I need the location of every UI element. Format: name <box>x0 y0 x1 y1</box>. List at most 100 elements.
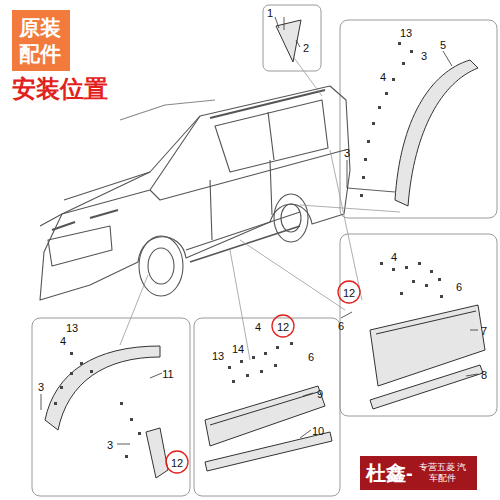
node-text: 原装 配件 <box>18 15 62 65</box>
callout-text: 6 <box>456 281 462 293</box>
clip-dot <box>402 62 405 65</box>
clip-dot <box>290 342 293 345</box>
clip-dot <box>438 278 441 281</box>
callout-text: 5 <box>440 39 446 51</box>
callout-text: 4 <box>391 251 397 263</box>
callout-text: 4 <box>255 321 261 333</box>
callout-text: 4 <box>380 71 386 83</box>
callout-number: 9 <box>317 384 323 402</box>
clip-dot <box>246 374 249 377</box>
callout-text: 4 <box>60 335 66 347</box>
clip-dot <box>430 270 433 273</box>
clip-dot <box>274 364 277 367</box>
clip-dot <box>398 42 401 45</box>
clip-dot <box>440 295 443 298</box>
callout-text: 10 <box>312 425 324 437</box>
clip-dot <box>90 370 93 373</box>
callout-number: 13 <box>212 346 224 364</box>
callout-number: 12 <box>343 283 355 301</box>
callout-number: 5 <box>440 35 446 53</box>
callout-text: 12 <box>277 321 289 333</box>
callout-text: 9 <box>317 388 323 400</box>
callout-number: 6 <box>338 316 344 334</box>
callout-number: 4 <box>60 331 66 349</box>
clip-dot <box>276 346 279 349</box>
callout-number: 4 <box>255 317 261 335</box>
callout-text: 13 <box>400 27 412 39</box>
clip-dot <box>418 262 421 265</box>
callout-number: 4 <box>380 67 386 85</box>
callout-text: 14 <box>232 343 244 355</box>
callout-text: 6 <box>338 320 344 332</box>
callout-number: 3 <box>344 143 350 161</box>
shop-badge: 杜鑫-专营五菱 汽车配件 <box>360 456 477 490</box>
clip-dot <box>378 106 381 109</box>
callout-number: 13 <box>400 23 412 41</box>
callout-text: 7 <box>481 325 487 337</box>
clip-dot <box>392 268 395 271</box>
callout-number: 6 <box>456 277 462 295</box>
callout-text: 13 <box>212 350 224 362</box>
callout-number: 8 <box>481 365 487 383</box>
clip-dot <box>380 262 383 265</box>
callout-number: 4 <box>391 247 397 265</box>
callout-text: 3 <box>344 147 350 159</box>
clip-dot <box>367 140 370 143</box>
clip-dot <box>392 78 395 81</box>
clip-dot <box>70 372 73 375</box>
callout-number: 3 <box>38 377 44 395</box>
clip-dot <box>364 158 367 161</box>
callout-text: 3 <box>107 439 113 451</box>
clip-dot <box>362 176 365 179</box>
car-outline <box>40 86 350 300</box>
clip-dot <box>385 92 388 95</box>
clip-dot <box>252 356 255 359</box>
clip-dot <box>360 194 363 197</box>
clip-dot <box>232 380 235 383</box>
callout-text: 3 <box>38 381 44 393</box>
callout-number: 1 <box>267 3 273 21</box>
clip-dot <box>410 50 413 53</box>
clip-dot <box>425 284 428 287</box>
clip-dot <box>80 362 83 365</box>
clip-dot <box>405 266 408 269</box>
callout-text: 1 <box>267 7 273 19</box>
highlight-circles <box>166 281 360 473</box>
callout-number: 13 <box>66 318 78 336</box>
node-text: 专营五菱 汽车配件 <box>417 462 469 484</box>
callout-text: 8 <box>481 369 487 381</box>
heading: 安装位置 <box>12 76 108 102</box>
clip-dot <box>240 360 243 363</box>
clip-dot <box>412 280 415 283</box>
clip-dot <box>125 455 128 458</box>
callout-text: 11 <box>162 368 173 380</box>
callout-number: 11 <box>162 364 173 382</box>
clip-dot <box>54 402 57 405</box>
callout-number: 12 <box>277 317 289 335</box>
guide-lines <box>120 55 400 360</box>
trim-parts <box>45 20 485 478</box>
callout-text: 13 <box>66 322 78 334</box>
callout-number: 6 <box>308 347 314 365</box>
callout-number: 3 <box>421 46 427 64</box>
clips <box>54 42 443 458</box>
clip-dot <box>70 352 73 355</box>
node-text: 杜鑫- <box>366 461 413 485</box>
callout-text: 2 <box>303 42 309 54</box>
clip-dot <box>138 432 141 435</box>
callout-text: 6 <box>308 351 314 363</box>
clip-dot <box>120 402 123 405</box>
callout-number: 10 <box>312 421 324 439</box>
brand-tag: 原装 配件 <box>12 10 70 71</box>
callout-number: 3 <box>107 435 113 453</box>
clip-dot <box>130 418 133 421</box>
clip-dot <box>228 366 231 369</box>
clip-dot <box>264 352 267 355</box>
callout-text: 12 <box>171 457 183 469</box>
callout-number: 7 <box>481 321 487 339</box>
clip-dot <box>372 122 375 125</box>
clip-dot <box>400 292 403 295</box>
